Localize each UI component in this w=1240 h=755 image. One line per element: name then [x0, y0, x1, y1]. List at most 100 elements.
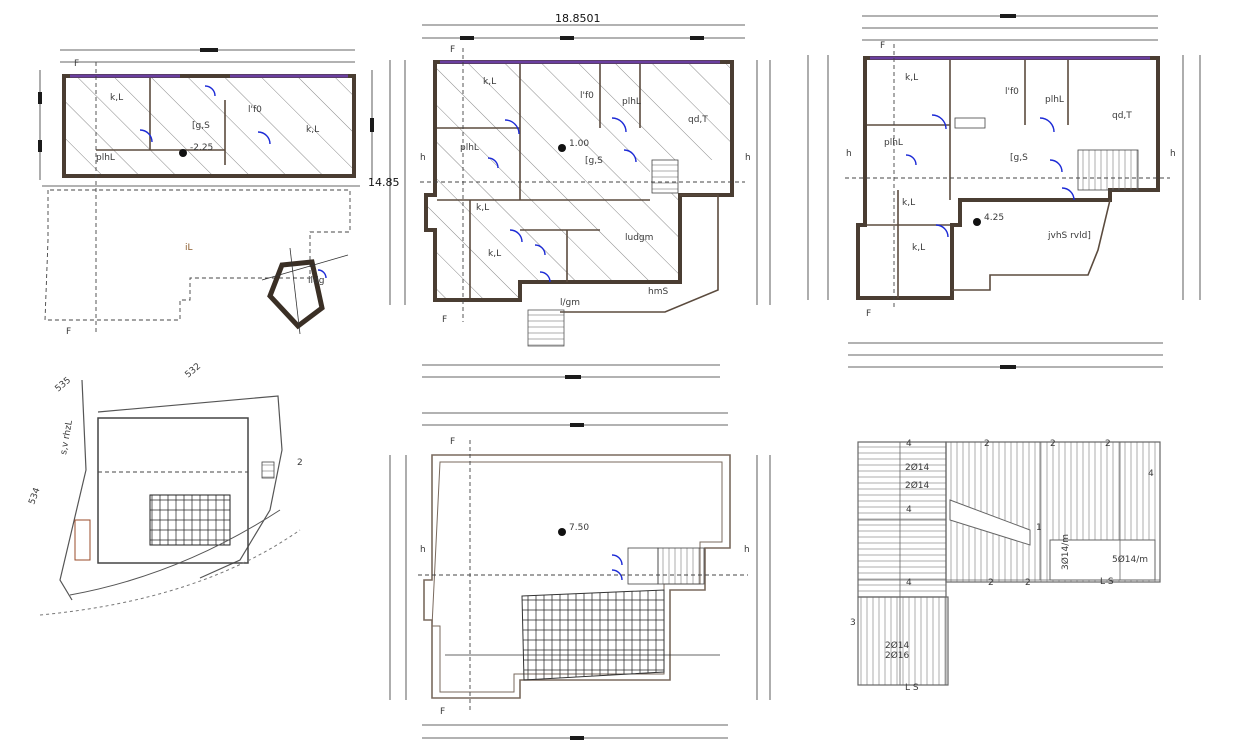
rebar-label: 2Ø16 — [885, 650, 910, 661]
room-label: hmS — [648, 287, 668, 297]
door-swing — [623, 149, 637, 163]
rebar-label: 2Ø14 — [885, 640, 910, 651]
door-swing — [204, 85, 216, 97]
slab-panel — [857, 441, 947, 598]
room-label: qd,T — [688, 115, 708, 125]
level-text: -2.25 — [190, 143, 213, 153]
height-marker: h — [846, 149, 852, 159]
room-label: ludgm — [625, 233, 653, 243]
height-marker: h — [420, 545, 426, 555]
slab-panel — [857, 596, 949, 686]
beam-mark: 4 — [1148, 469, 1154, 479]
site-label: iL — [185, 243, 193, 253]
room-label: k,L — [476, 203, 489, 213]
section-marker: F — [442, 315, 447, 325]
door-swing — [504, 119, 520, 135]
dimension-tick — [565, 375, 581, 379]
plan-upper-left: k,L l'f0 [g,S k,L plhL -2.25 F F iL ildg — [38, 48, 374, 337]
stair — [651, 159, 679, 194]
plot-boundary — [59, 379, 87, 601]
door-swing — [509, 229, 523, 243]
roof-parapet — [431, 461, 723, 693]
stair-axis — [289, 247, 301, 335]
beam-mark: 4 — [906, 578, 912, 588]
door-swing — [139, 129, 153, 143]
beam-mark: 3 — [850, 618, 856, 628]
stair-landing — [627, 547, 659, 585]
room-label: k,L — [483, 77, 496, 87]
site-outline — [44, 189, 351, 321]
height-marker: h — [420, 153, 426, 163]
dimension-tick — [370, 118, 374, 132]
room-label: k,L — [905, 73, 918, 83]
stair — [1077, 149, 1139, 191]
section-marker: F — [440, 707, 445, 717]
room-label: k,L — [306, 125, 319, 135]
section-marker: F — [450, 45, 455, 55]
entrance-steps — [527, 309, 565, 347]
height-marker: h — [745, 153, 751, 163]
level-marker — [973, 218, 981, 226]
stair — [657, 547, 705, 585]
section-marker: F — [450, 437, 455, 447]
plot-number: 534 — [27, 486, 42, 506]
door-swing — [611, 569, 623, 581]
rebar-label: 2Ø14 — [905, 480, 930, 491]
section-marker: F — [66, 327, 71, 337]
room-label: [g,S — [585, 156, 603, 166]
level-text: 1.00 — [569, 139, 589, 149]
level-marker — [558, 144, 566, 152]
exterior-wall — [62, 74, 356, 178]
dimension-tick — [460, 36, 474, 40]
beam-mark: 4 — [906, 505, 912, 515]
door-swing — [1049, 159, 1063, 173]
section-marker: F — [880, 41, 885, 51]
door-swing — [539, 271, 551, 283]
door-swing — [611, 117, 627, 133]
dimension-tick — [690, 36, 704, 40]
room-label: plhL — [96, 153, 115, 163]
balcony-edge — [952, 199, 1111, 291]
dimension-tick — [560, 36, 574, 40]
building-footprint — [97, 417, 249, 564]
door-swing — [487, 157, 499, 169]
beam-mark: 2 — [988, 578, 994, 588]
level-marker — [558, 528, 566, 536]
room-label: k,L — [110, 93, 123, 103]
stair-block — [74, 519, 91, 561]
door-swing — [905, 154, 917, 166]
side-label: 2 — [297, 458, 303, 468]
slab-label: L S — [905, 683, 919, 693]
roof-outline — [423, 454, 731, 699]
plot-boundary — [97, 395, 283, 579]
room-label: k,L — [488, 249, 501, 259]
dimension-tick — [570, 423, 584, 427]
room-label: plhL — [460, 143, 479, 153]
door-swing — [534, 244, 546, 256]
plot-number: 532 — [184, 362, 204, 381]
roof-tiles — [521, 589, 665, 681]
plot-number: 535 — [54, 376, 74, 395]
door-swing — [931, 114, 947, 130]
door-swing — [611, 554, 623, 566]
beam-mark: 1 — [1036, 523, 1042, 533]
road-edge — [69, 509, 281, 596]
height-marker: h — [1170, 149, 1176, 159]
stair-label: ildg — [308, 276, 324, 286]
slab-label: L S — [1100, 577, 1114, 587]
room-label: [g,S — [192, 121, 210, 131]
dimension-tick — [570, 736, 584, 740]
rebar-label: 2Ø14 — [905, 462, 930, 473]
exterior-wall — [424, 60, 734, 302]
beam-mark: 2 — [1050, 439, 1056, 449]
section-marker: F — [74, 59, 79, 69]
stair — [261, 461, 275, 479]
room-label: l/gm — [560, 298, 580, 308]
room-label: k,L — [902, 198, 915, 208]
overall-depth-text: 14.85 — [368, 176, 400, 189]
exterior-wall — [856, 56, 1160, 300]
room-label: l'f0 — [1005, 87, 1019, 97]
plan-slab-reinforcement: 2Ø14 2Ø14 5Ø14/m 2Ø14 2Ø16 3Ø14/m L S L … — [850, 439, 1161, 693]
rebar-label: 5Ø14/m — [1112, 554, 1148, 565]
